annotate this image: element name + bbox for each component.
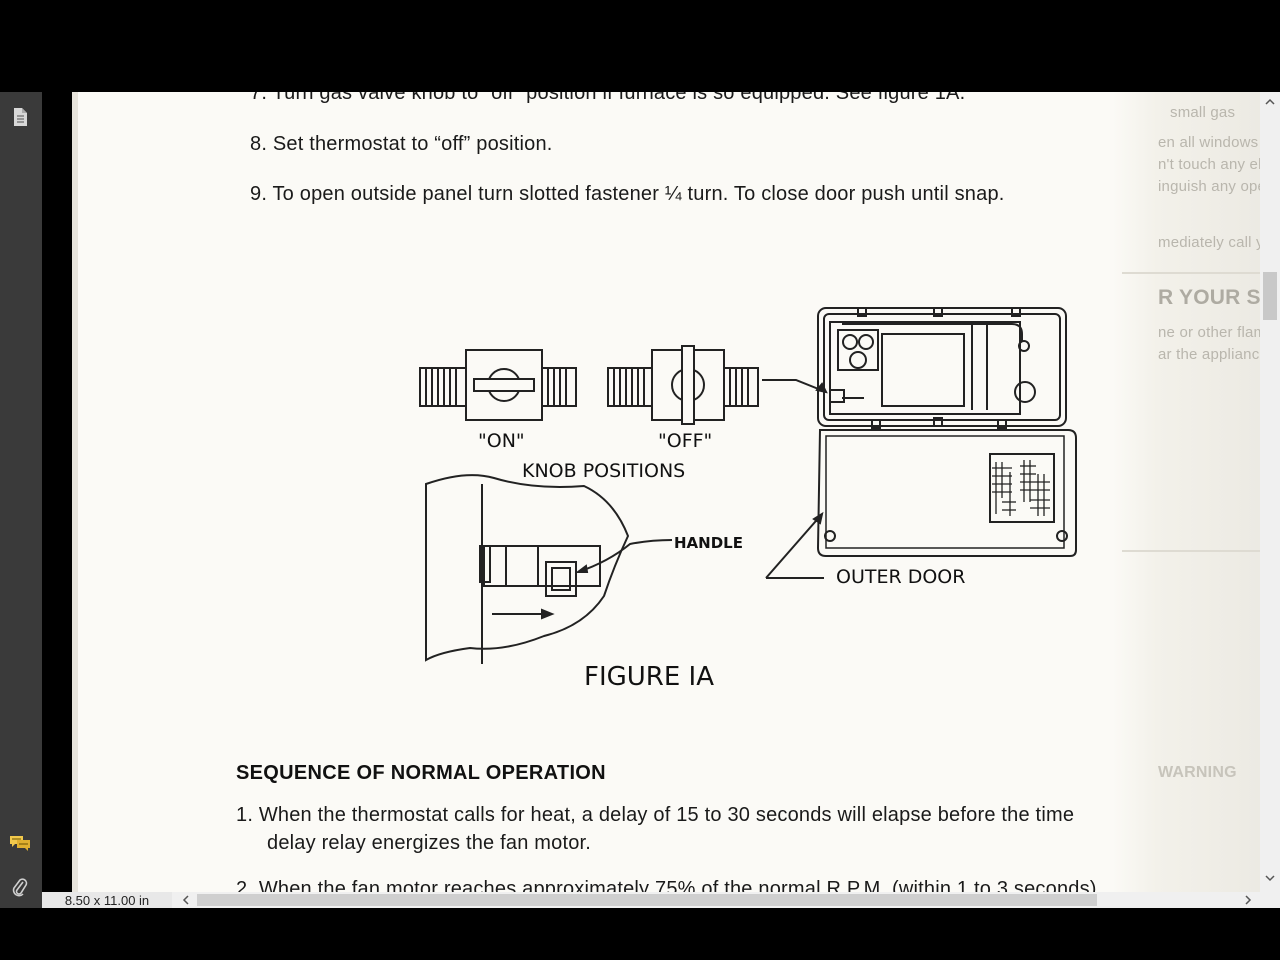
chevron-right-icon[interactable] (1238, 890, 1258, 910)
pages-icon[interactable] (9, 106, 31, 128)
bleed-text: n't touch any electric (1158, 156, 1260, 173)
bleed-text: WARNING (1158, 764, 1237, 781)
status-bar: 8.50 x 11.00 in (42, 892, 1280, 908)
handle-label: HANDLE (674, 534, 743, 552)
off-knob-drawing (607, 345, 759, 425)
page-edge (72, 92, 78, 892)
handle-detail-drawing (425, 474, 673, 664)
comments-icon[interactable] (9, 832, 31, 854)
furnace-panel-drawing (817, 307, 1067, 431)
page-size-indicator: 8.50 x 11.00 in (42, 892, 172, 908)
bleed-text: R YOUR SAFETY (1158, 286, 1260, 309)
document-page: small gas en all windows n't touch any e… (72, 92, 1260, 892)
step-1-line-2: delay relay energizes the fan motor. (267, 832, 592, 854)
step-2-partial: 2. When the fan motor reaches approximat… (236, 878, 1097, 892)
section-heading: SEQUENCE OF NORMAL OPERATION (236, 762, 606, 784)
on-label: "ON" (478, 430, 525, 452)
instruction-item-8: 8. Set thermostat to “off” position. (250, 133, 553, 155)
vertical-scrollbar[interactable] (1260, 92, 1280, 892)
horizontal-scroll-thumb[interactable] (197, 894, 1097, 906)
figure-caption: FIGURE IA (584, 662, 715, 692)
bleed-text: ne or other flammable (1158, 324, 1260, 341)
bleed-text: ar the appliance (1158, 346, 1260, 363)
outer-door-drawing (765, 429, 1077, 579)
bleed-text: inguish any open flame (1158, 178, 1260, 195)
bottom-black-band (0, 908, 1280, 960)
paperclip-icon[interactable] (9, 876, 31, 898)
top-black-band (0, 0, 1280, 92)
figure-1a: "ON" "OFF" KNOB POSITIONS HANDLE OUTER D… (412, 302, 1082, 702)
instruction-item-7: 7. Turn gas valve knob to “off” position… (250, 92, 966, 104)
instruction-item-9: 9. To open outside panel turn slotted fa… (250, 183, 1005, 205)
bleed-text: en all windows (1158, 134, 1259, 151)
off-label: "OFF" (658, 430, 713, 452)
chevron-down-icon[interactable] (1260, 868, 1280, 888)
knob-positions-label: KNOB POSITIONS (522, 460, 686, 482)
navigation-rail (0, 92, 42, 908)
outer-door-label: OUTER DOOR (836, 566, 966, 588)
bleed-divider (1122, 550, 1260, 552)
vertical-scroll-thumb[interactable] (1263, 272, 1277, 320)
bleed-through-area (1112, 92, 1260, 892)
step-1-line-1: 1. When the thermostat calls for heat, a… (236, 804, 1075, 826)
page-gutter (42, 92, 72, 908)
chevron-left-icon[interactable] (176, 890, 196, 910)
bleed-text: small gas (1170, 104, 1236, 121)
on-knob-drawing (419, 349, 577, 421)
bleed-divider (1122, 272, 1260, 274)
chevron-up-icon[interactable] (1260, 92, 1280, 112)
bleed-text: mediately call your (1158, 234, 1260, 251)
figure-1a-drawing (419, 307, 1077, 664)
